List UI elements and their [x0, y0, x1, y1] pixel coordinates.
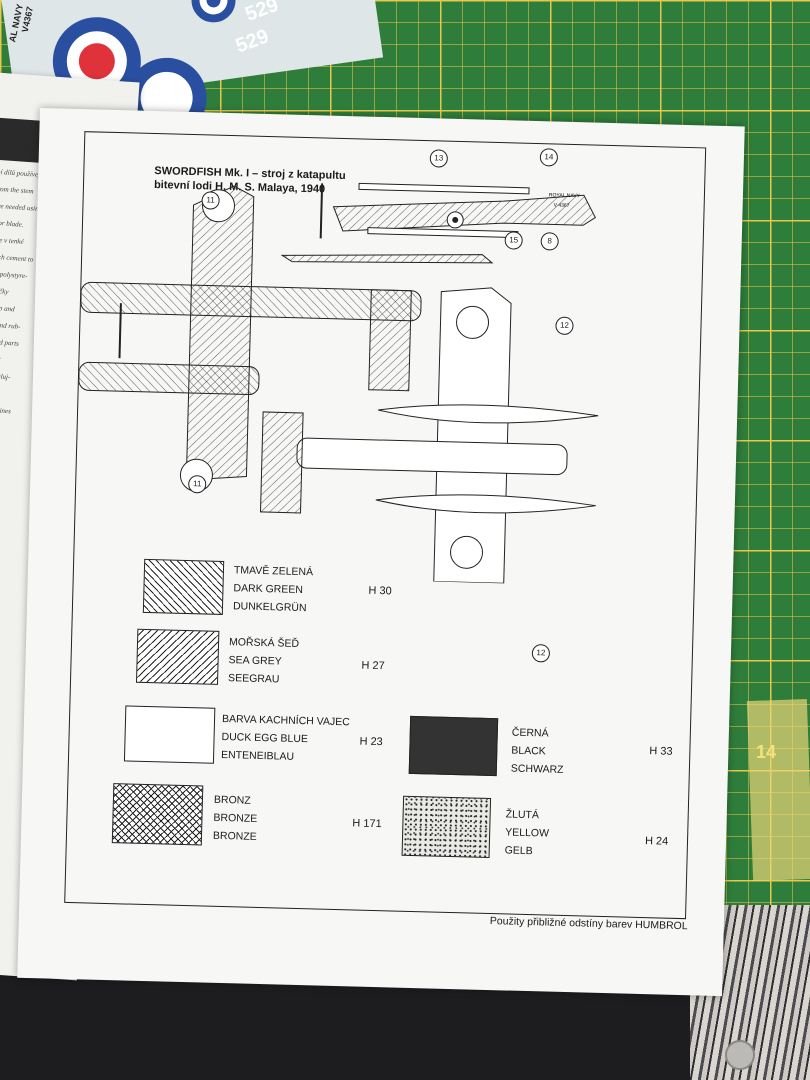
decal-text-number-2: 529 [232, 25, 272, 58]
left-page-text-fragment: kolíčky [0, 286, 9, 296]
paint-name-de: DUNKELGRÜN [232, 600, 307, 615]
roundel-partial [122, 0, 191, 2]
decal-text-number: 529 [242, 0, 282, 26]
paint-name-en: YELLOW [505, 826, 550, 840]
label-black: ČERNÁ BLACK SCHWARZ [511, 724, 565, 779]
top-view [78, 185, 422, 492]
paint-name-cz: ČERNÁ [511, 726, 549, 740]
left-page-text-fragment: ředmaluj- [0, 371, 11, 382]
left-page-text-fragment: are needed using [0, 201, 43, 214]
code-dark-green: H 30 [368, 584, 392, 598]
left-page-text-fragment: ck up and [0, 304, 15, 314]
roundel-small [188, 0, 239, 26]
code-black: H 33 [649, 745, 673, 758]
label-sea-grey: MOŘSKÁ ŠEĎ SEA GREY SEEGRAU [228, 633, 299, 689]
left-page-text-fragment: o hold parts [0, 337, 20, 348]
left-page-text-fragment: he outlines [0, 405, 12, 416]
code-sea-grey: H 27 [361, 659, 385, 673]
paint-name-en: SEA GREY [228, 654, 282, 668]
aircraft-marking: ROYAL NAVY [549, 192, 581, 199]
paint-name-de: BRONZE [212, 829, 257, 843]
paint-footnote: Použity přibližné odstíny barev HUMBROL [489, 915, 688, 933]
code-bronze: H 171 [352, 817, 382, 831]
code-duck-egg-blue: H 23 [359, 735, 383, 749]
left-page-text-fragment: for polystyre- [0, 270, 28, 281]
side-view [280, 182, 596, 264]
left-page-text-fragment: e or blade. [0, 219, 24, 229]
masking-tape [746, 699, 810, 881]
label-bronze: BRONZ BRONZE BRONZE [213, 791, 258, 846]
callout-12-bottom: 12 [531, 644, 551, 663]
paint-name-de: GELB [504, 844, 533, 858]
aircraft-serial: V 4367 [554, 202, 570, 208]
left-page-text-fragment: from the stem [0, 184, 34, 196]
paint-name-de: ENTENEIBLAU [220, 748, 295, 763]
instruction-sheet: SWORDFISH Mk. I – stroj z katapultu bite… [17, 108, 745, 997]
left-page-text-fragment: nuch cement to [0, 252, 34, 264]
paint-name-de: SEEGRAU [227, 672, 280, 686]
bottom-view [259, 287, 599, 584]
swatch-bronze [111, 783, 204, 846]
left-page-text-fragment: ement [0, 354, 1, 363]
label-dark-green: TMAVĚ ZELENÁ DARK GREEN DUNKELGRÜN [233, 561, 314, 617]
paint-name-en: BRONZE [213, 811, 258, 825]
swatch-duck-egg-blue [123, 705, 216, 764]
swatch-sea-grey [135, 628, 220, 685]
left-page-text-fragment: ejte v tenké [0, 235, 24, 246]
diagram-frame: SWORDFISH Mk. I – stroj z katapultu bite… [64, 131, 707, 932]
paint-name-cz: ŽLUTÁ [505, 808, 540, 822]
aircraft-drawings: ROYAL NAVY V 4367 [78, 182, 599, 584]
label-yellow: ŽLUTÁ YELLOW GELB [504, 805, 550, 860]
swatch-black [408, 715, 499, 777]
paint-name-en: BLACK [511, 744, 546, 758]
mat-ruler-number: 14 [756, 742, 777, 762]
swatch-dark-green [142, 558, 225, 615]
paint-name-cz: TMAVĚ ZELENÁ [233, 564, 314, 579]
code-yellow: H 24 [644, 835, 669, 848]
paint-name-cz: BRONZ [213, 793, 251, 807]
paint-name-de: SCHWARZ [510, 762, 564, 776]
swatch-yellow [401, 795, 492, 859]
paint-name-cz: MOŘSKÁ ŠEĎ [228, 636, 300, 650]
fabric-button [725, 1040, 755, 1070]
label-duck-egg-blue: BARVA KACHNÍCH VAJEC DUCK EGG BLUE ENTEN… [221, 710, 350, 767]
paint-name-en: DARK GREEN [233, 582, 304, 597]
left-page-text-fragment: nts and rub- [0, 320, 21, 331]
